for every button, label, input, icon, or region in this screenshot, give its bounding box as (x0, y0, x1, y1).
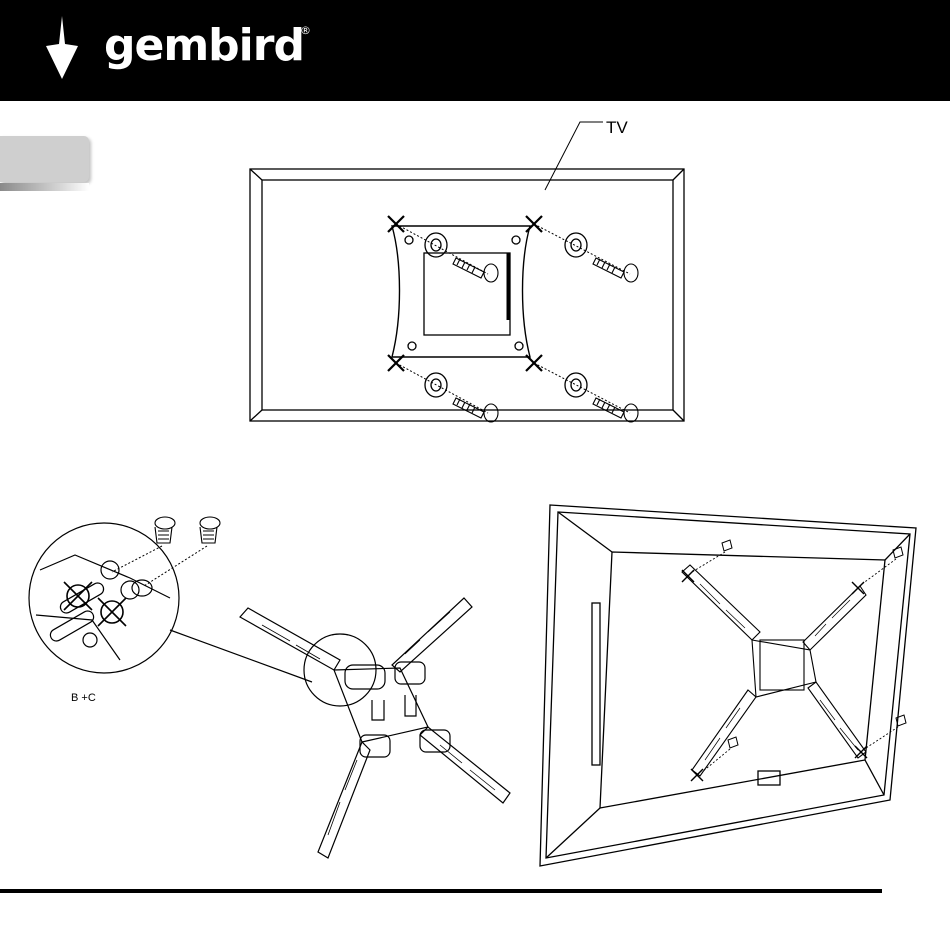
tv-back-adapter-diagram (240, 110, 700, 440)
section-tab (0, 136, 89, 182)
parts-callout-label: B +C (71, 692, 96, 704)
footer-divider (0, 889, 882, 893)
brand-logo-icon (40, 16, 84, 80)
bracket-assembly-diagram (20, 505, 520, 875)
header-bar: gembird ® (0, 0, 950, 101)
tv-callout-label: TV (606, 118, 628, 138)
tv-mounted-bracket-diagram (530, 500, 930, 875)
registered-mark: ® (300, 24, 311, 37)
brand-name: gembird (104, 18, 304, 74)
section-tab-shadow (0, 183, 89, 191)
